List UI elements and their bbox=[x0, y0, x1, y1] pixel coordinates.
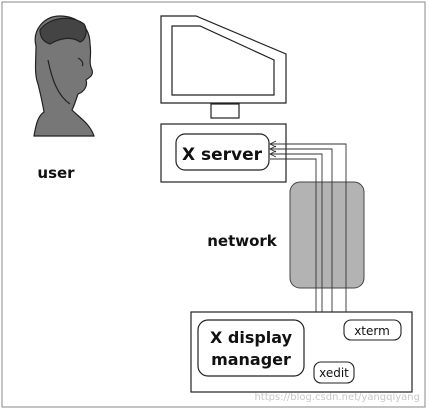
x-display-manager-label-line2: manager bbox=[211, 350, 291, 369]
xterm-label: xterm bbox=[354, 324, 390, 338]
x-server-label: X server bbox=[182, 145, 263, 165]
extra-connection bbox=[270, 158, 317, 336]
xterm-connection bbox=[270, 143, 347, 335]
watermark-text: https://blog.csdn.net/yangqiyang bbox=[254, 392, 420, 403]
user-bust-icon bbox=[33, 15, 95, 137]
x-display-manager-box bbox=[197, 319, 305, 377]
xedit-connection bbox=[270, 148, 333, 366]
x-display-manager-label-line1: X display bbox=[210, 328, 293, 347]
xedit-box bbox=[313, 361, 355, 384]
network-label: network bbox=[207, 232, 278, 250]
xedit-label: xedit bbox=[319, 366, 349, 380]
network-cloud bbox=[289, 181, 365, 289]
x-server-box bbox=[175, 133, 270, 171]
xterm-box bbox=[343, 319, 402, 341]
user-label: user bbox=[37, 164, 75, 182]
monitor-icon bbox=[160, 15, 287, 119]
